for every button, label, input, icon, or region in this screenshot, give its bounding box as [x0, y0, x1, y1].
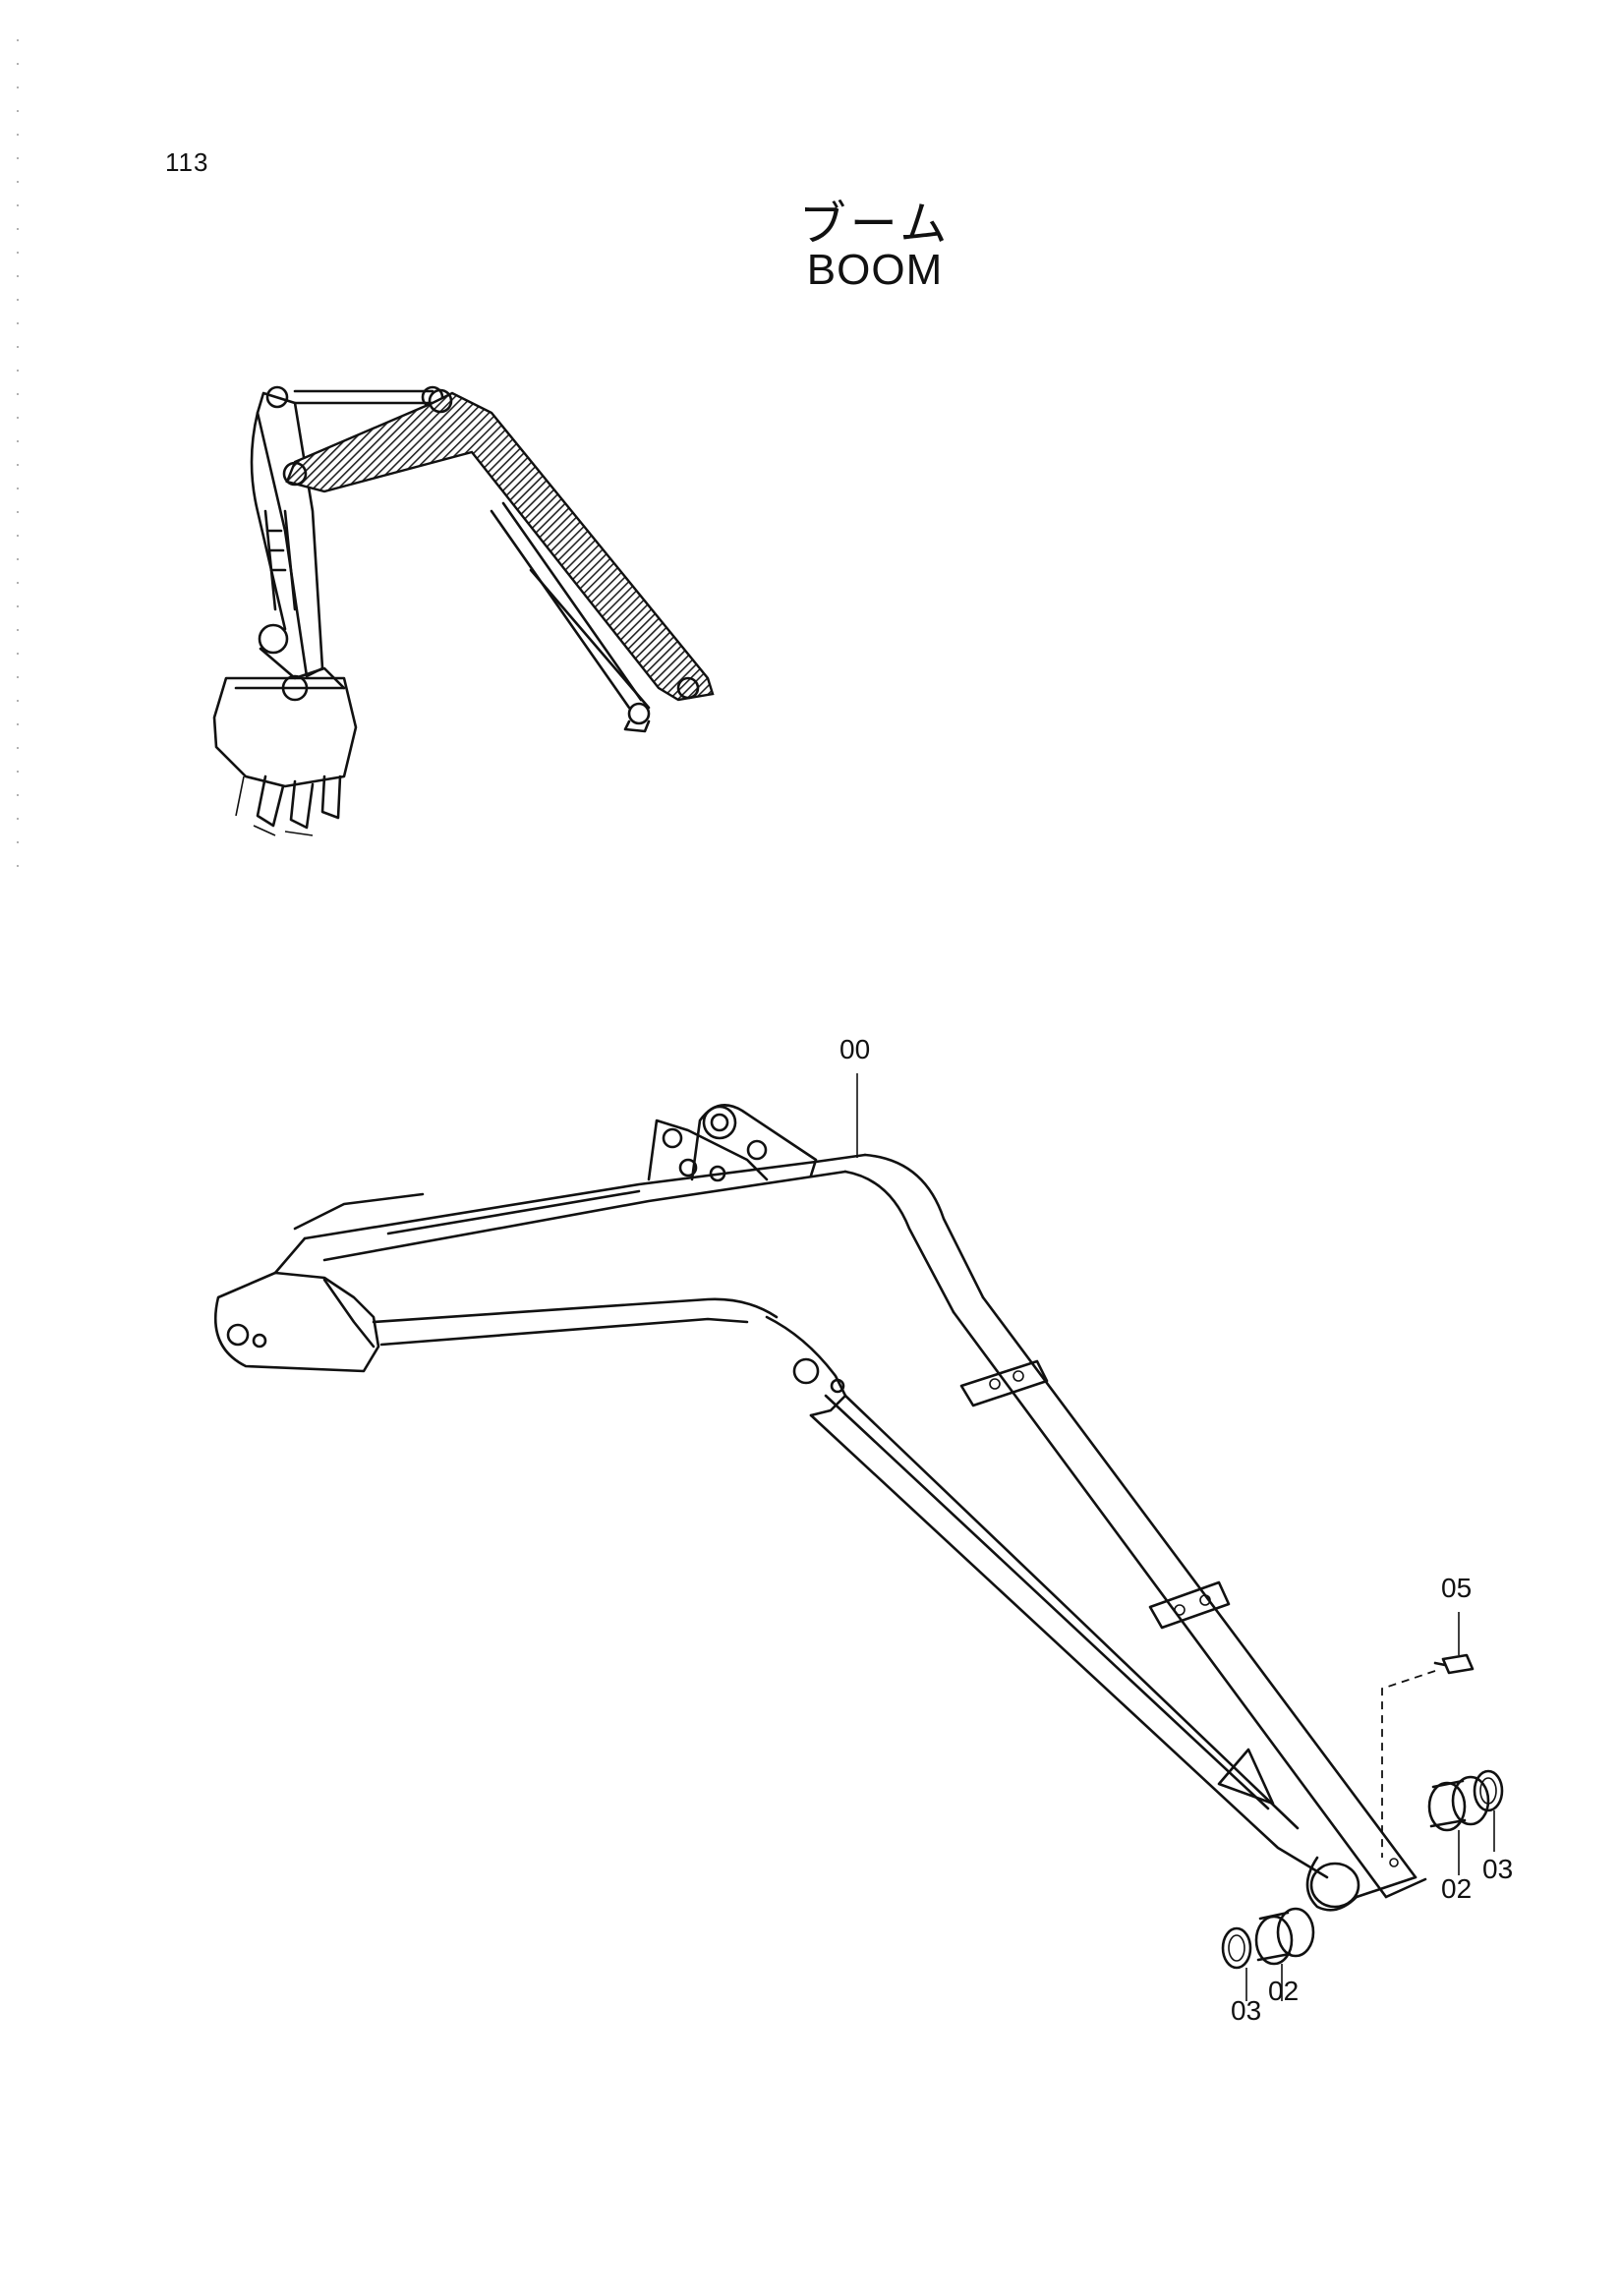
overview-attachment-illustration [212, 385, 715, 836]
callout-00: 00 [839, 1034, 871, 1064]
title-english: BOOM [806, 246, 944, 294]
page-number: 113 [165, 147, 209, 177]
title-japanese: ブーム [798, 197, 952, 252]
callout-03-left: 03 [1231, 1995, 1262, 2026]
boom-part-drawing [213, 1073, 1504, 2001]
callout-02-right: 02 [1441, 1873, 1473, 1904]
callout-02-left: 02 [1268, 1976, 1300, 2006]
callout-05: 05 [1441, 1573, 1473, 1603]
callout-03-right: 03 [1482, 1854, 1514, 1884]
